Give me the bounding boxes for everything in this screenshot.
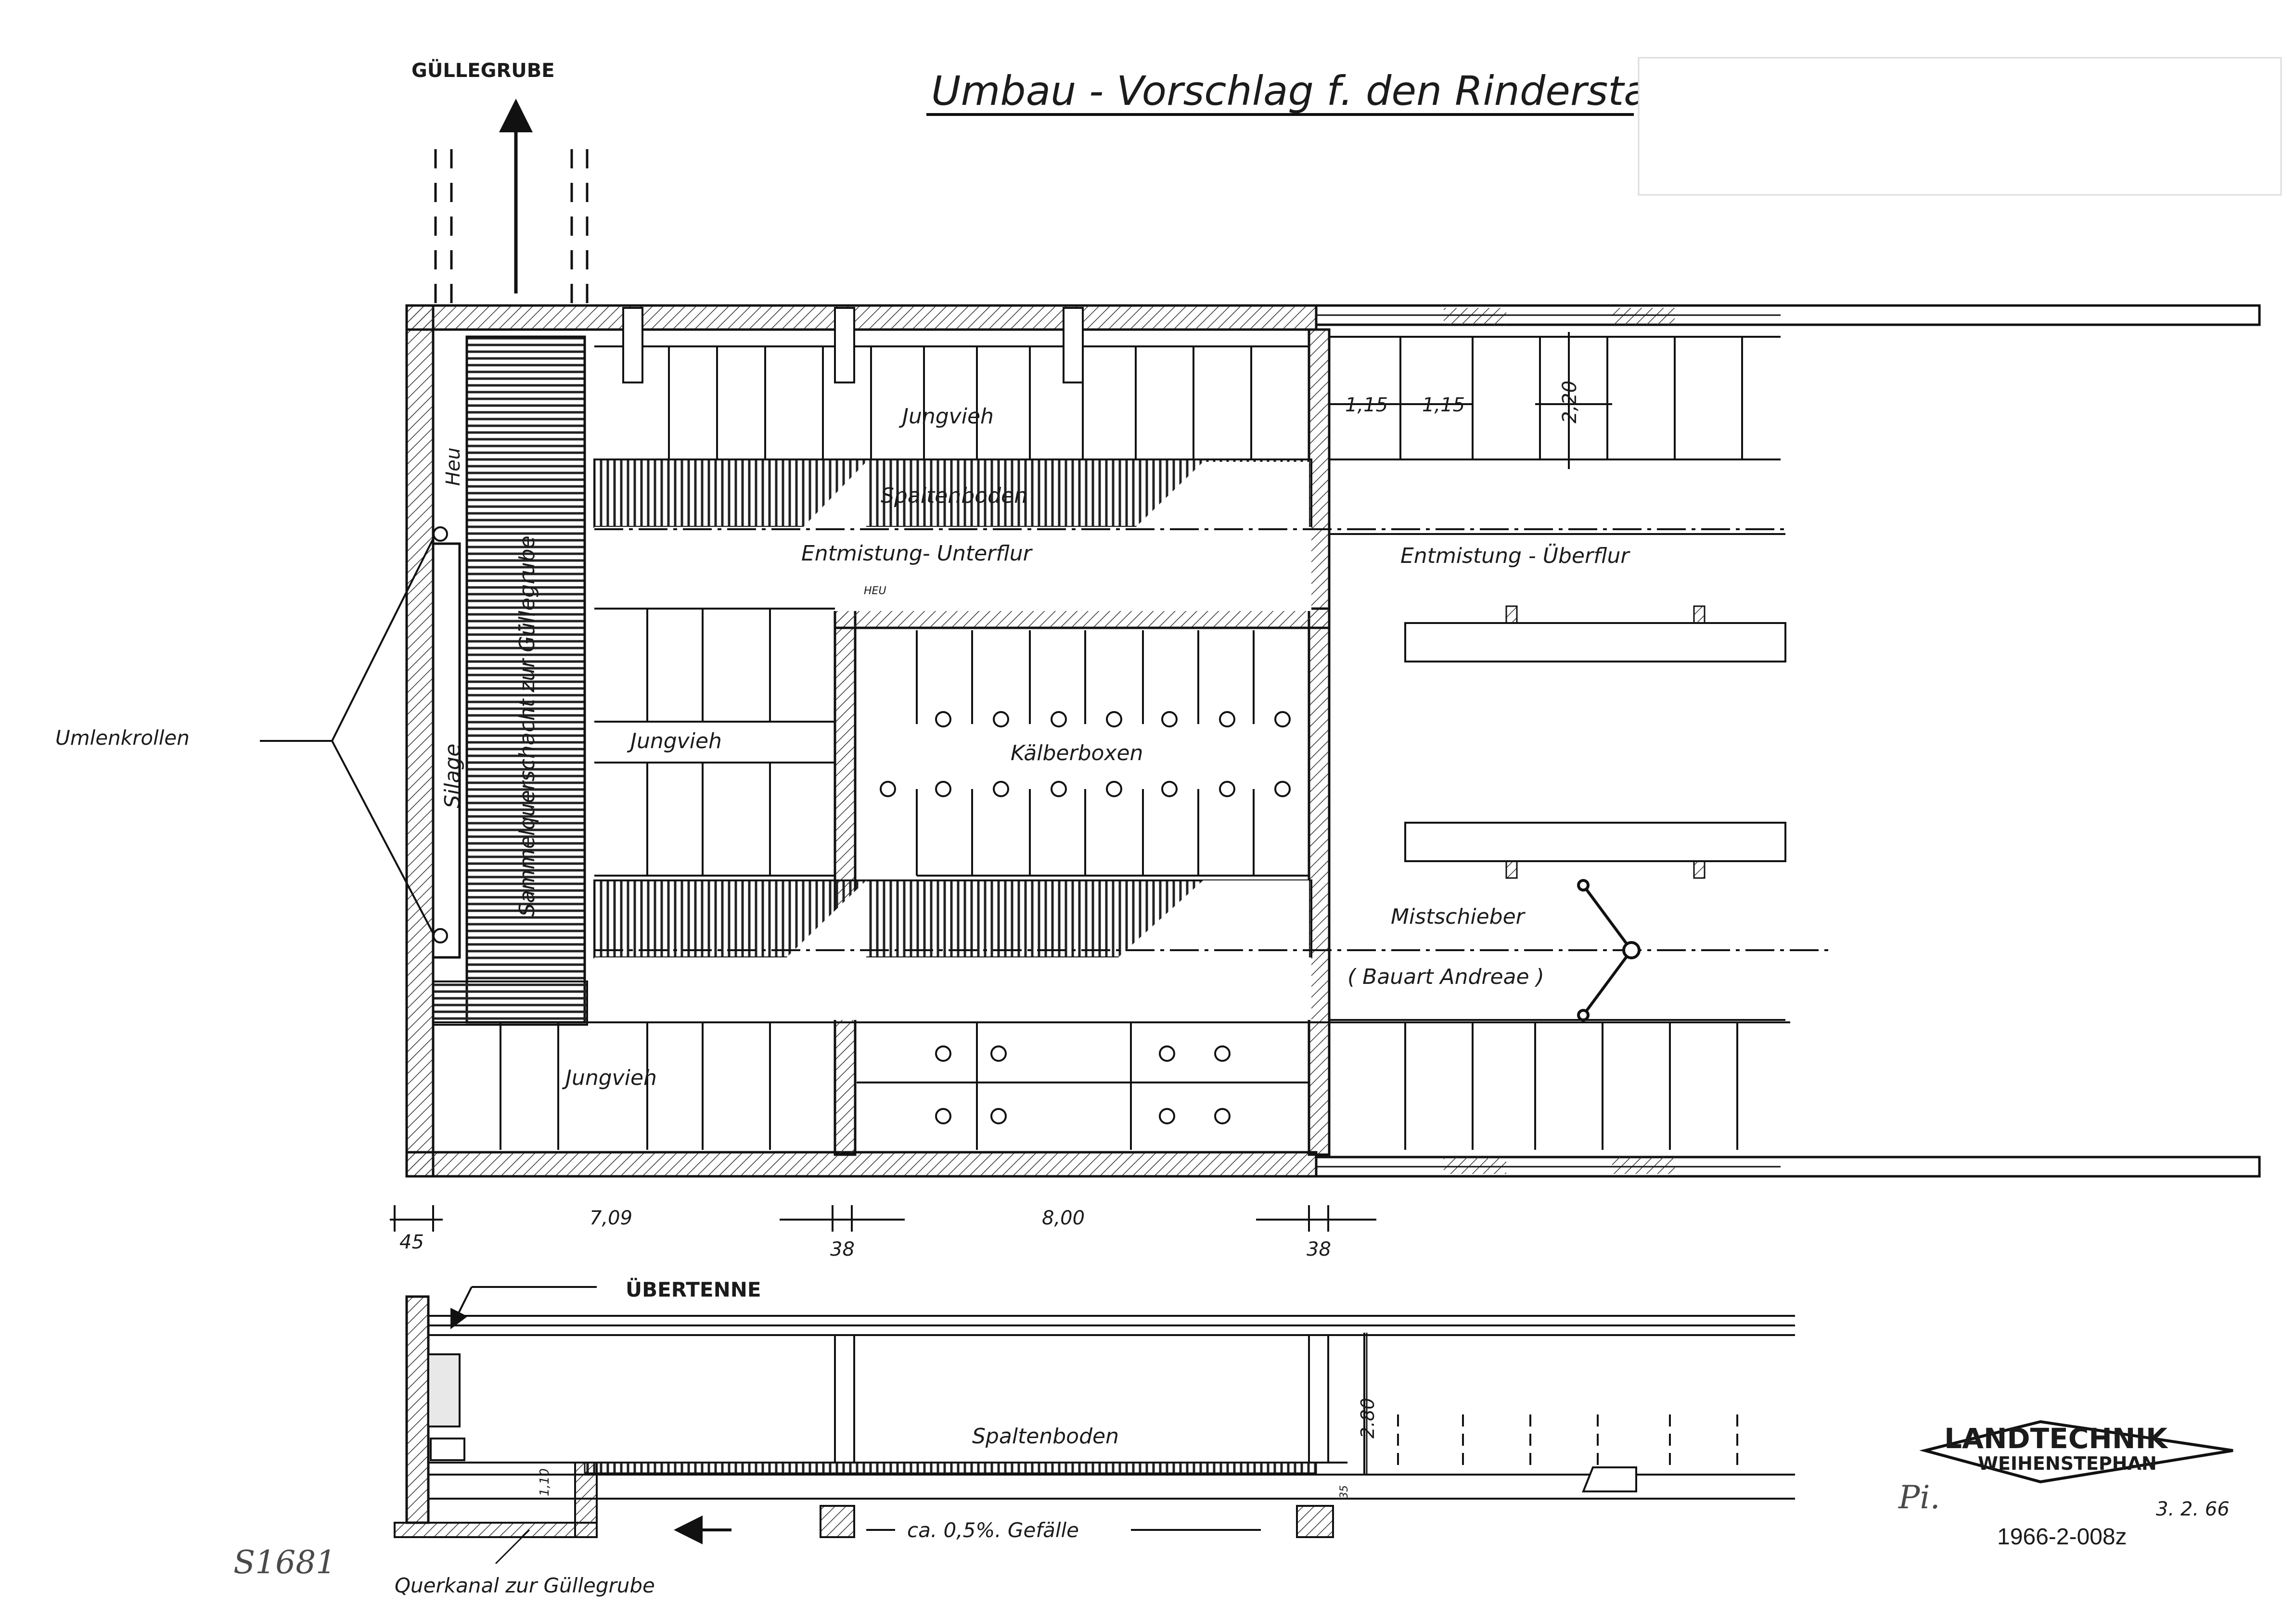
section-slatted-floor: [584, 1462, 1317, 1474]
plan-labels: Heu Sammelquerschacht zur Güllegrube Sil…: [55, 381, 1630, 1260]
uebertenne-label: ÜBERTENNE: [626, 1277, 761, 1301]
dim-7-09: 7,09: [590, 1207, 632, 1229]
gefaelle-label: ca. 0,5%. Gefälle: [907, 1518, 1079, 1542]
dim-8-00: 8,00: [1042, 1207, 1085, 1229]
silage-label: Silage: [440, 744, 465, 808]
mistschieber-label: Mistschieber: [1391, 904, 1526, 929]
drawing-code: 1966-2-008z: [1997, 1524, 2127, 1550]
section-view: ÜBERTENNE Spaltenboden ca. 0,5%. Gefälle…: [394, 1277, 1795, 1597]
stamp-initials: Pi.: [1898, 1479, 1940, 1516]
dim-1-15-b: 1,15: [1422, 394, 1465, 416]
jungvieh-top-label: Jungvieh: [898, 404, 994, 429]
dim-38-b: 38: [1307, 1238, 1331, 1260]
internal-wall-2: [1308, 328, 1331, 1156]
kaelberboxen-area: [916, 630, 1309, 877]
entmistung-unterflur-label: Entmistung- Unterflur: [801, 541, 1033, 566]
kaelberboxen-label: Kälberboxen: [1011, 741, 1143, 765]
stamp-date: 3. 2. 66: [2156, 1498, 2230, 1520]
stamp-line2: WEIHENSTEPHAN: [1978, 1453, 2157, 1474]
guellegrube-label: GÜLLEGRUBE: [411, 59, 555, 82]
mistschieber-symbol: [1577, 879, 1641, 1021]
kaelberboxen-rollers: [880, 711, 1291, 797]
dim-35: 35: [1338, 1485, 1350, 1499]
dim-2-80: 2.80: [1357, 1398, 1378, 1439]
sammelquerschacht-label: Sammelquerschacht zur Güllegrube: [515, 535, 539, 917]
heu-small-label: HEU: [864, 585, 886, 597]
entmistung-ueberflur-label: Entmistung - Überflur: [1400, 543, 1630, 568]
drawing-title: Umbau - Vorschlag f. den Rinderstall,: [931, 67, 1684, 115]
stamp-diamond: [1919, 1420, 2233, 1484]
title-block: Umbau - Vorschlag f. den Rinderstall,: [926, 57, 2282, 196]
bauart-label: ( Bauart Andreae ): [1347, 965, 1544, 989]
dim-45: 45: [399, 1231, 424, 1253]
spaltenboden-plan-label: Spaltenboden: [881, 484, 1027, 508]
heu-label: Heu: [442, 447, 464, 486]
outer-wall-bottom: [405, 1151, 1318, 1178]
dimension-lines: [390, 332, 1612, 1232]
archive-number: S1681: [233, 1544, 336, 1581]
dim-1-10: 1,10: [538, 1468, 552, 1496]
silage-channel: [432, 542, 461, 959]
umlenkrollen-leader: [260, 538, 434, 934]
querkanal-label: Querkanal zur Güllegrube: [395, 1574, 655, 1597]
guellegrube-indicator: GÜLLEGRUBE: [411, 59, 589, 303]
dim-1-15-a: 1,15: [1345, 394, 1388, 416]
floor-plan: [260, 304, 2261, 1232]
stall-grid-top: [594, 345, 1309, 460]
title-blank-area: [1638, 57, 2282, 196]
jungvieh-mid-label: Jungvieh: [627, 729, 722, 753]
landtechnik-stamp: LANDTECHNIK WEIHENSTEPHAN Pi. 3. 2. 66 1…: [1898, 1420, 2233, 1550]
stamp-line1: LANDTECHNIK: [1944, 1422, 2168, 1455]
dim-38-a: 38: [830, 1238, 855, 1260]
spaltenboden-section-label: Spaltenboden: [972, 1424, 1119, 1449]
umlenkrollen-label: Umlenkrollen: [55, 726, 190, 750]
sammelquerschacht: [465, 335, 586, 1024]
outer-wall-left: [405, 304, 435, 1178]
jungvieh-bottom-label: Jungvieh: [562, 1066, 657, 1090]
dim-2-20: 2,20: [1559, 381, 1581, 423]
outer-wall-top: [405, 304, 1318, 331]
